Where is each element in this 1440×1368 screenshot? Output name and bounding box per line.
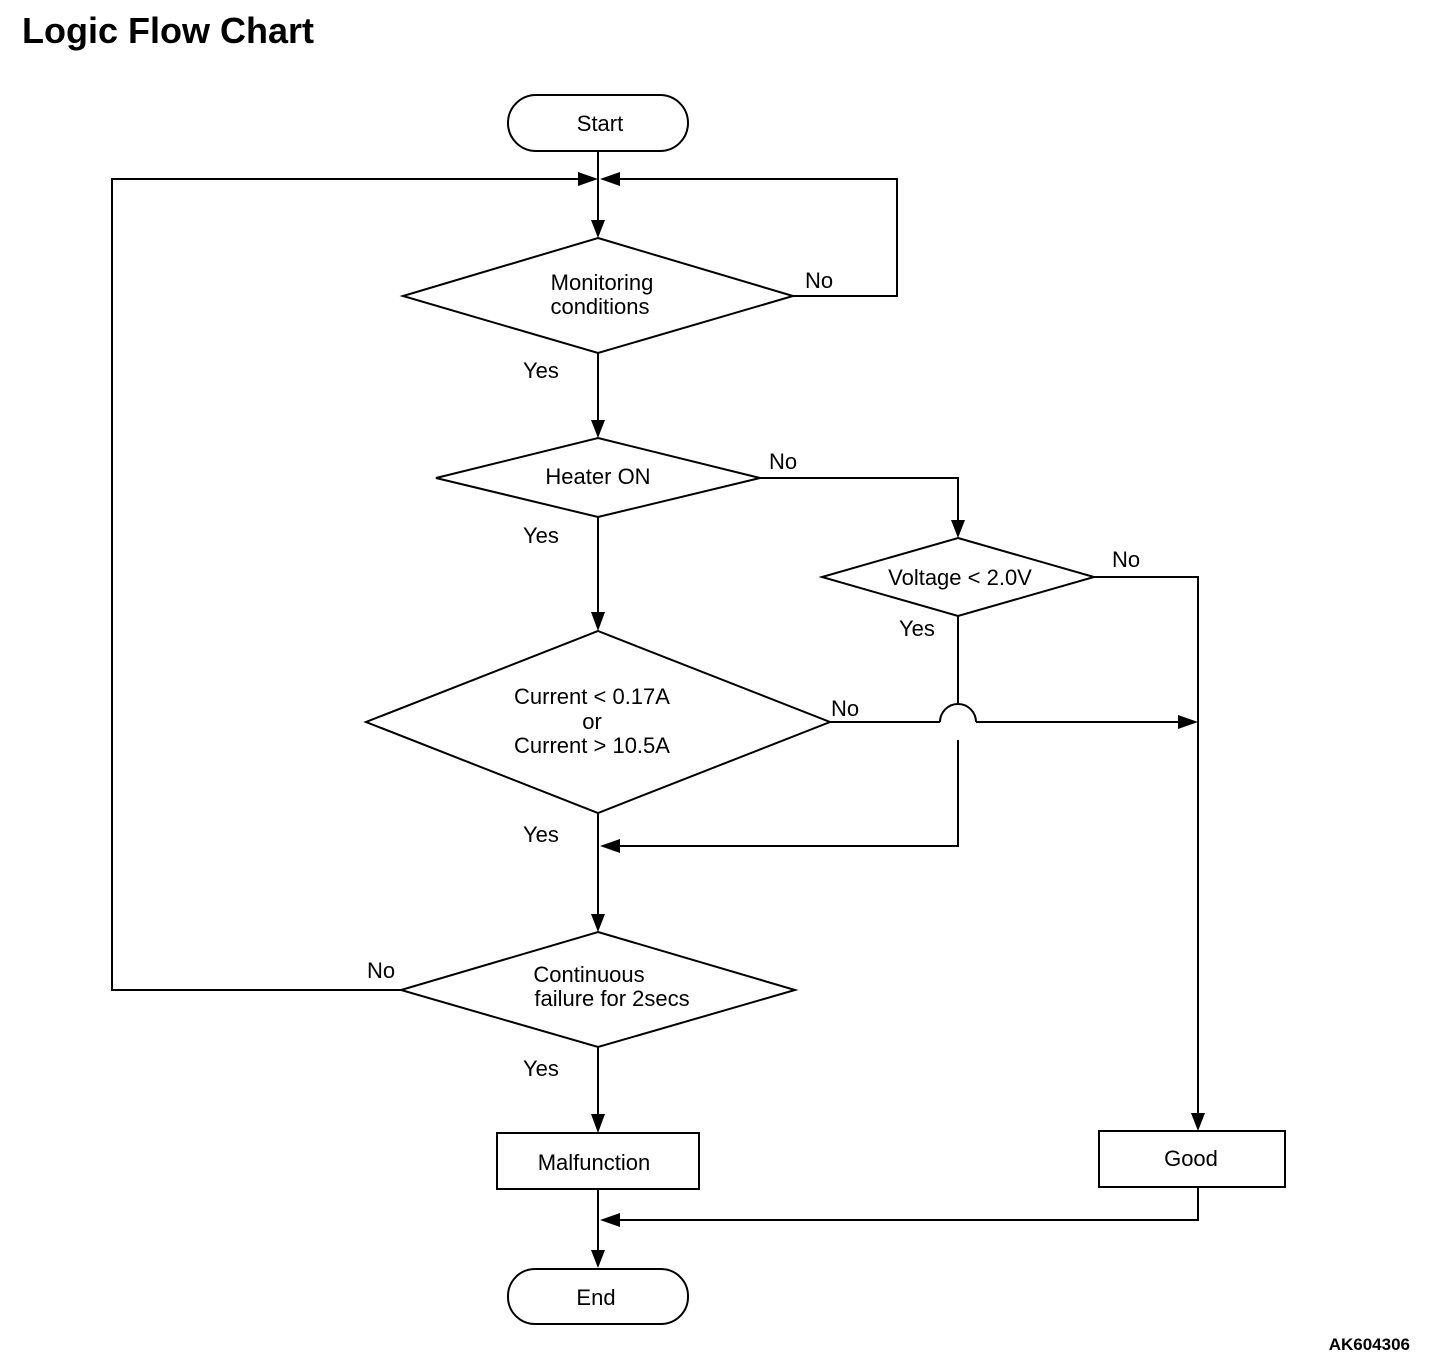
node-voltage-check: Voltage < 2.0V <box>818 536 1098 618</box>
node-current-label-line1: Current < 0.17A <box>514 684 670 709</box>
node-continuous-label-line1: Continuous <box>533 962 644 987</box>
edge-voltage-yes-lower <box>618 740 959 847</box>
node-current-label-line2: or <box>582 709 602 734</box>
edge-label-yes: Yes <box>523 1056 559 1081</box>
edge-voltage-no <box>1094 576 1199 1115</box>
node-malfunction: Malfunction <box>496 1132 700 1190</box>
edge-label-no: No <box>1112 547 1140 572</box>
arrowhead-down <box>951 520 965 538</box>
node-voltage-label: Voltage < 2.0V <box>888 565 1032 590</box>
edge-label-no: No <box>831 696 859 721</box>
arrowhead-right <box>578 172 598 186</box>
node-current-label-line3: Current > 10.5A <box>514 733 670 758</box>
node-malfunction-label: Malfunction <box>538 1150 651 1175</box>
arrowhead-down <box>591 1114 605 1133</box>
arrowhead-left <box>600 839 620 853</box>
edge-continuous-no-loop <box>111 178 580 991</box>
node-continuous-label-line2: failure for 2secs <box>534 986 689 1011</box>
arrowhead-down <box>591 1250 605 1268</box>
arrowhead-down <box>591 220 605 238</box>
edge-label-yes: Yes <box>899 616 935 641</box>
edge-label-no: No <box>805 268 833 293</box>
node-start: Start <box>507 94 689 152</box>
node-good: Good <box>1098 1130 1286 1188</box>
arrowhead-down <box>1191 1113 1205 1131</box>
arrowhead-down <box>591 612 605 631</box>
arrowhead-left <box>600 1213 620 1227</box>
node-heater-on: Heater ON <box>435 436 761 519</box>
connectors <box>111 151 1199 1252</box>
node-current-check: Current < 0.17A or Current > 10.5A <box>363 629 833 815</box>
arrowheads <box>578 172 1205 1268</box>
node-monitoring-label-line2: conditions <box>550 294 649 319</box>
node-start-label: Start <box>577 111 623 136</box>
arrowhead-right <box>1178 715 1198 729</box>
node-heater-label: Heater ON <box>545 464 650 489</box>
node-monitoring-label-line1: Monitoring <box>551 270 654 295</box>
edge-label-yes: Yes <box>523 822 559 847</box>
edge-label-no: No <box>367 958 395 983</box>
edge-labels: No Yes No Yes No Yes No Yes No Yes <box>367 268 1140 1081</box>
edge-line-jump <box>939 703 977 723</box>
node-monitoring-conditions: Monitoring conditions <box>399 236 797 355</box>
arrowhead-down <box>591 914 605 932</box>
arrowhead-left <box>600 172 620 186</box>
edge-label-no: No <box>769 449 797 474</box>
page-title: Logic Flow Chart <box>22 10 314 51</box>
arrowhead-down <box>591 420 605 438</box>
figure-code: AK604306 <box>1328 1335 1410 1354</box>
edge-label-yes: Yes <box>523 358 559 383</box>
node-good-label: Good <box>1164 1146 1218 1171</box>
node-end: End <box>507 1268 689 1325</box>
edge-monitoring-no-loop <box>618 178 898 297</box>
node-continuous-failure: Continuous failure for 2secs <box>397 930 799 1049</box>
edge-good-to-end <box>618 1187 1199 1221</box>
edge-heater-no <box>760 477 959 522</box>
edge-label-yes: Yes <box>523 523 559 548</box>
node-end-label: End <box>576 1285 615 1310</box>
